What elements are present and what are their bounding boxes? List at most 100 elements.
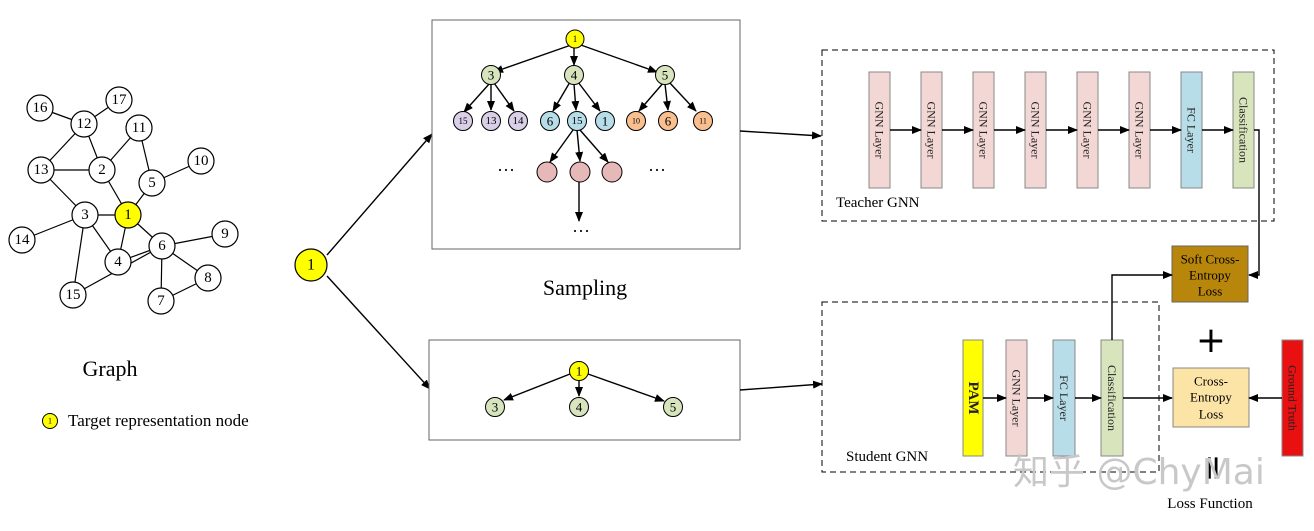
svg-text:11: 11 <box>699 117 707 126</box>
student-tree-panel: 1 3 4 5 <box>428 339 741 441</box>
sampling-level1-node: 5 <box>655 65 675 85</box>
student-tree-child: 5 <box>663 397 683 417</box>
student-tree-child: 3 <box>485 397 505 417</box>
svg-text:10: 10 <box>632 117 640 126</box>
svg-text:5: 5 <box>662 68 669 83</box>
student-layer: Classification <box>1100 339 1124 457</box>
svg-text:Ground Truth: Ground Truth <box>1286 365 1300 431</box>
svg-text:6: 6 <box>547 114 554 129</box>
sampling-level2-node: 6 <box>658 111 678 131</box>
student-layer: GNN Layer <box>1005 339 1028 457</box>
graph-node: 16 <box>26 94 54 122</box>
student-tree-root: 1 <box>569 361 589 381</box>
svg-text:3: 3 <box>488 68 495 83</box>
svg-text:GNN Layer: GNN Layer <box>1081 102 1095 159</box>
loss-function-label: Loss Function <box>1167 496 1253 512</box>
svg-text:PAM: PAM <box>965 381 981 414</box>
ground-truth-box: Ground Truth <box>1281 339 1304 457</box>
graph-node: 3 <box>71 201 99 229</box>
svg-text:16: 16 <box>33 100 49 116</box>
svg-text:15: 15 <box>459 116 469 126</box>
watermark: 知乎 @ChyMai <box>1013 452 1265 493</box>
svg-text:12: 12 <box>77 116 92 132</box>
sampling-level2-node: 15 <box>453 111 473 131</box>
graph-node: 7 <box>147 287 175 315</box>
sampling-level2-node: 15 <box>567 111 587 131</box>
sampling-level2-node: 14 <box>508 111 528 131</box>
svg-text:Entropy: Entropy <box>1190 390 1232 405</box>
arrow-student-to-softce <box>1111 271 1173 340</box>
sampling-level2-node: 10 <box>626 111 646 131</box>
sampling-level1-node: 4 <box>564 65 584 85</box>
teacher-layer: GNN Layer <box>920 71 943 189</box>
teacher-gnn: Teacher GNN GNN Layer GNN Layer GNN Laye… <box>821 49 1275 222</box>
svg-text:14: 14 <box>513 115 525 127</box>
teacher-layer: GNN Layer <box>1128 71 1151 189</box>
sampling-label: Sampling <box>543 275 627 300</box>
sampling-level2-node: 1 <box>595 111 615 131</box>
svg-text:15: 15 <box>66 287 81 303</box>
teacher-layer: GNN Layer <box>868 71 891 189</box>
svg-text:FC Layer: FC Layer <box>1185 107 1199 153</box>
svg-text:11: 11 <box>132 120 146 136</box>
svg-text:8: 8 <box>204 270 212 286</box>
svg-text:GNN Layer: GNN Layer <box>873 102 887 159</box>
ellipsis: ··· <box>648 160 666 180</box>
teacher-layer: FC Layer <box>1180 71 1203 189</box>
svg-text:GNN Layer: GNN Layer <box>1010 370 1024 427</box>
sampling-panel: 1 3 4 5 15 13 14 6 15 1 10 6 11 ··· ··· … <box>431 19 741 250</box>
legend: 1 Target representation node <box>42 411 249 430</box>
svg-text:GNN Layer: GNN Layer <box>925 102 939 159</box>
graph-node: 8 <box>194 264 222 292</box>
svg-text:Loss: Loss <box>1198 284 1223 299</box>
svg-text:9: 9 <box>221 226 229 242</box>
svg-text:4: 4 <box>576 400 583 415</box>
svg-text:1: 1 <box>124 207 132 223</box>
legend-text: Target representation node <box>68 411 249 430</box>
student-gnn-label: Student GNN <box>846 449 928 465</box>
svg-text:3: 3 <box>492 400 499 415</box>
svg-text:1: 1 <box>307 257 315 274</box>
svg-text:13: 13 <box>34 162 49 178</box>
graph-node: 13 <box>27 156 55 184</box>
svg-text:1: 1 <box>573 34 578 44</box>
svg-text:Loss: Loss <box>1199 407 1224 422</box>
ce-loss-box: Cross- Entropy Loss <box>1172 367 1250 428</box>
student-tree-child: 4 <box>569 397 589 417</box>
svg-text:Entropy: Entropy <box>1189 268 1231 283</box>
graph-node: 10 <box>187 147 215 175</box>
svg-text:FC Layer: FC Layer <box>1057 375 1071 421</box>
input-graph: 1 2 3 4 5 6 7 8 9 10 11 12 13 14 15 16 1… <box>8 86 249 430</box>
plus-sign: + <box>1196 320 1226 361</box>
svg-text:2: 2 <box>98 162 106 178</box>
sampling-level3-node <box>601 161 623 183</box>
svg-text:Soft Cross-: Soft Cross- <box>1181 252 1240 267</box>
svg-text:3: 3 <box>81 207 89 223</box>
teacher-layer: GNN Layer <box>1076 71 1099 189</box>
graph-node: 17 <box>105 86 133 114</box>
teacher-layer: GNN Layer <box>1024 71 1047 189</box>
graph-node: 6 <box>148 232 176 260</box>
graph-node: 14 <box>8 226 36 254</box>
svg-text:10: 10 <box>194 153 209 169</box>
graph-node: 12 <box>70 110 98 138</box>
svg-text:4: 4 <box>114 254 122 270</box>
equals-sign: = <box>1193 454 1233 483</box>
svg-text:17: 17 <box>112 92 128 108</box>
graph-node: 5 <box>138 169 166 197</box>
svg-text:7: 7 <box>157 293 165 309</box>
ellipsis: ··· <box>572 221 590 241</box>
svg-text:GNN Layer: GNN Layer <box>1133 102 1147 159</box>
sampling-level2-node: 6 <box>540 111 560 131</box>
svg-text:1: 1 <box>602 114 609 129</box>
sampling-level1-node: 3 <box>481 65 501 85</box>
teacher-layers: GNN Layer GNN Layer GNN Layer GNN Layer … <box>868 71 1255 189</box>
svg-text:5: 5 <box>670 400 677 415</box>
arrow-to-student-tree <box>326 275 431 390</box>
graph-node: 1 <box>114 201 142 229</box>
sampling-level2-node: 13 <box>481 111 501 131</box>
svg-text:Classification: Classification <box>1237 97 1251 163</box>
arrow-to-teacher <box>739 130 822 140</box>
arrow-to-student <box>739 380 823 391</box>
svg-text:4: 4 <box>571 68 578 83</box>
